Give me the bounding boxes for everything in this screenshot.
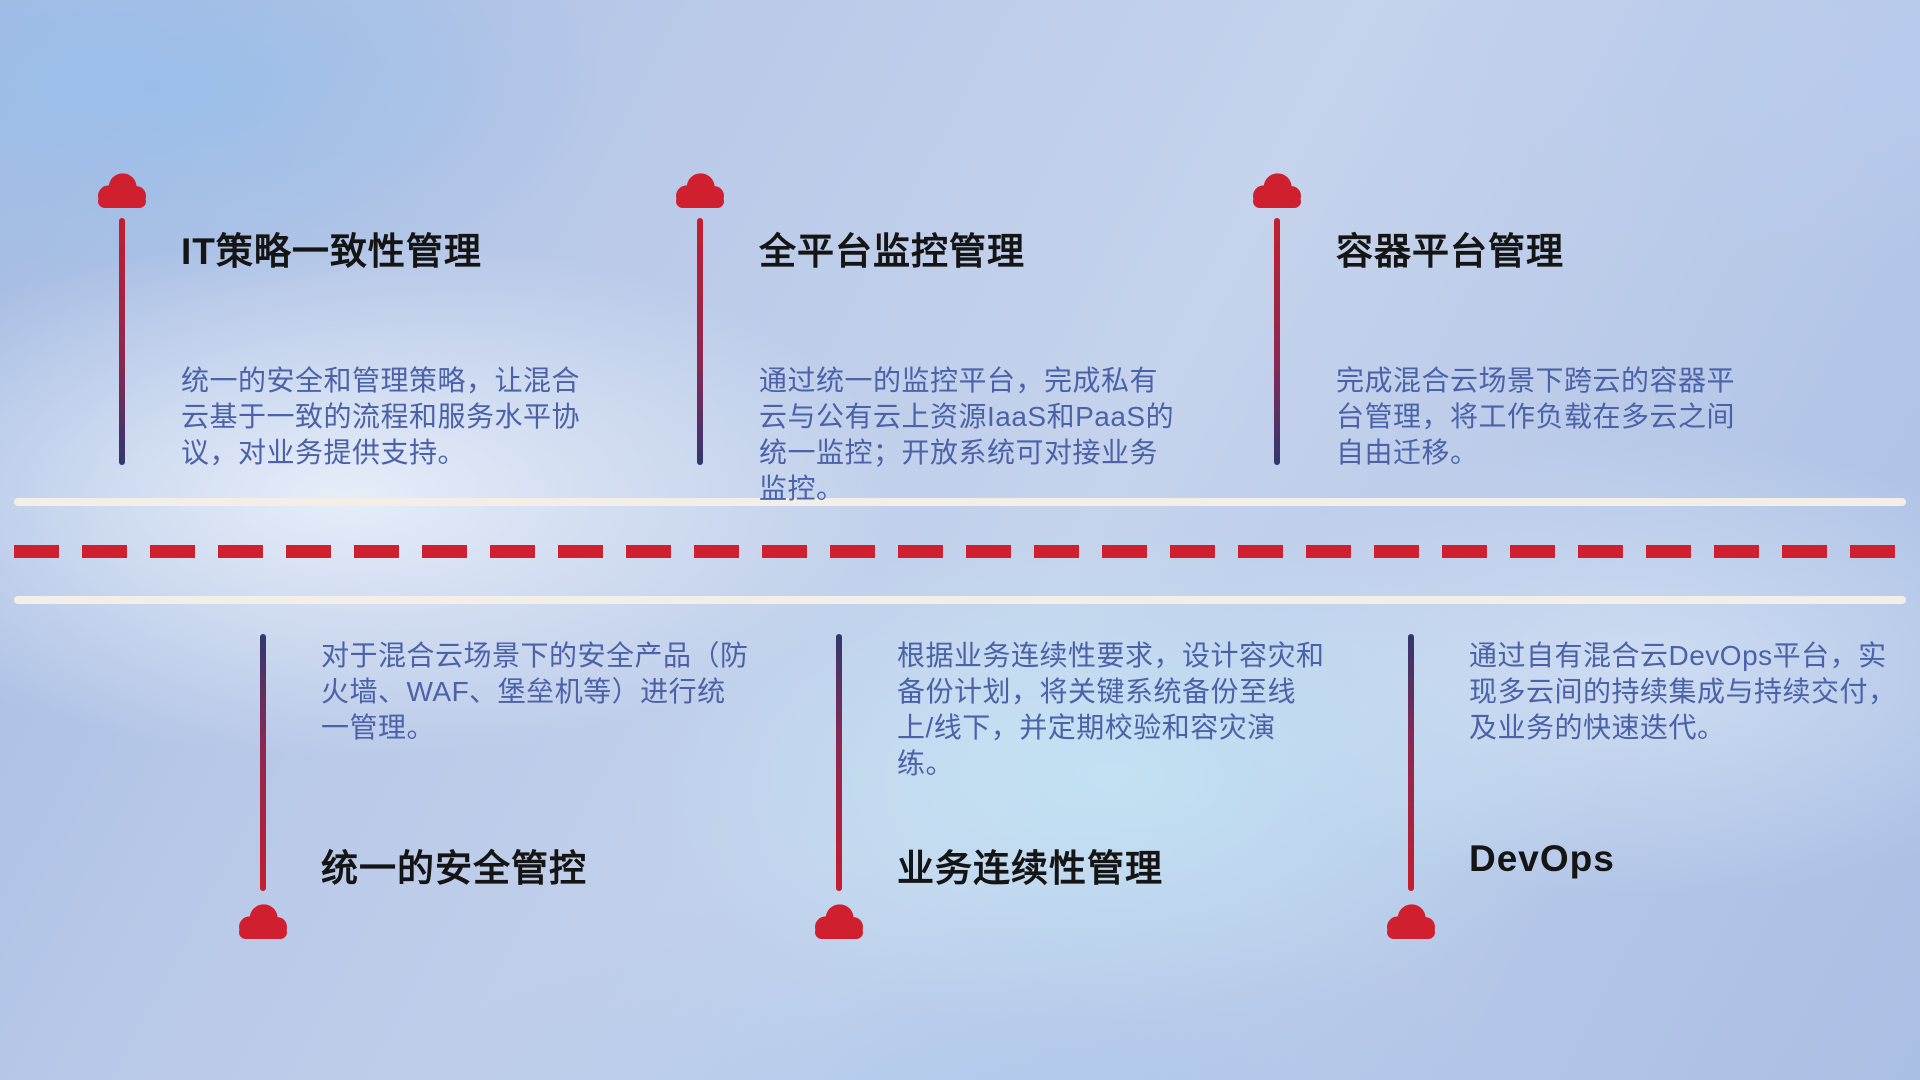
item-description: 对于混合云场景下的安全产品（防火墙、WAF、堡垒机等）进行统一管理。	[321, 640, 749, 743]
connector-line	[1408, 634, 1414, 891]
road-line-top	[14, 498, 1906, 506]
item-description: 完成混合云场景下跨云的容器平台管理，将工作负载在多云之间自由迁移。	[1336, 365, 1736, 468]
cloud-icon	[1247, 169, 1307, 211]
cloud-icon	[233, 900, 293, 942]
connector-line	[697, 218, 703, 465]
road-dashed-centerline	[14, 545, 1906, 558]
cloud-icon	[1381, 900, 1441, 942]
item-description: 通过自有混合云DevOps平台，实现多云间的持续集成与持续交付，及业务的快速迭代…	[1469, 640, 1897, 743]
cloud-icon	[92, 169, 152, 211]
item-title: IT策略一致性管理	[181, 231, 482, 272]
item-title: DevOps	[1469, 838, 1615, 879]
connector-line	[1274, 218, 1280, 465]
connector-line	[836, 634, 842, 891]
item-description: 通过统一的监控平台，完成私有云与公有云上资源IaaS和PaaS的统一监控；开放系…	[759, 365, 1175, 504]
item-description: 统一的安全和管理策略，让混合云基于一致的流程和服务水平协议，对业务提供支持。	[181, 365, 581, 468]
item-description: 根据业务连续性要求，设计容灾和备份计划，将关键系统备份至线上/线下，并定期校验和…	[897, 640, 1325, 779]
cloud-icon	[809, 900, 869, 942]
road-line-bottom	[14, 596, 1906, 604]
item-title: 全平台监控管理	[759, 231, 1025, 272]
item-title: 统一的安全管控	[321, 848, 587, 889]
item-title: 容器平台管理	[1336, 231, 1564, 272]
connector-line	[119, 218, 125, 465]
cloud-icon	[670, 169, 730, 211]
item-title: 业务连续性管理	[897, 848, 1163, 889]
connector-line	[260, 634, 266, 891]
